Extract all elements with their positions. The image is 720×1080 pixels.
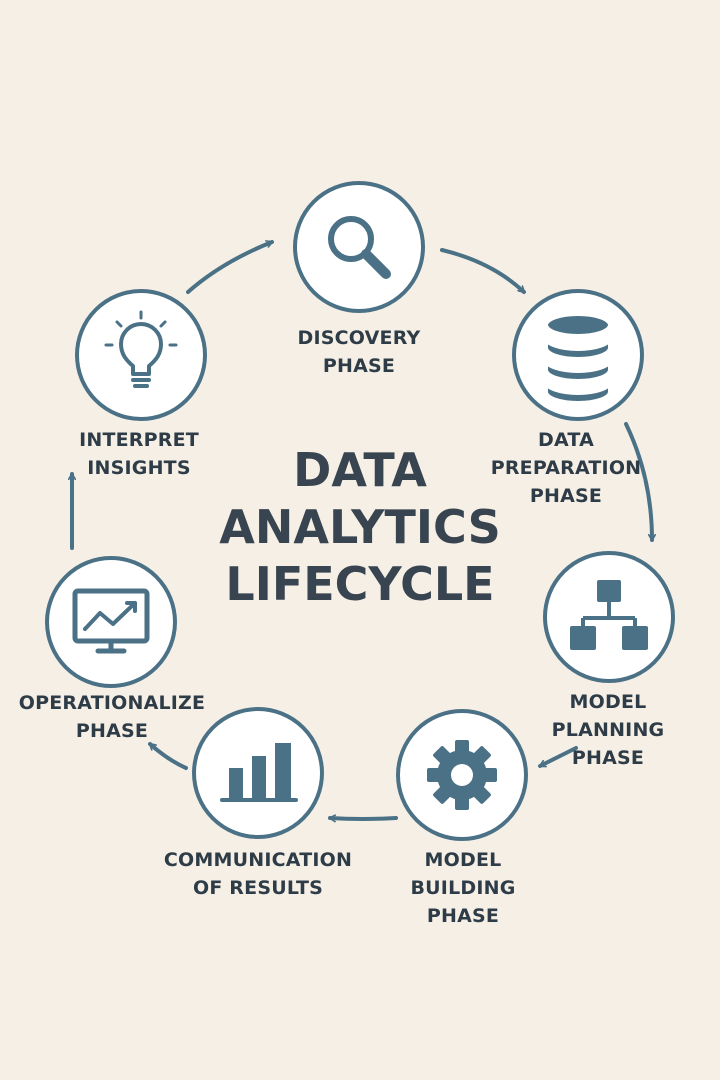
- interpret-circle: [75, 289, 207, 421]
- magnifier-icon: [328, 216, 391, 279]
- title-line-2: ANALYTICS: [219, 500, 501, 554]
- discovery-label: DISCOVERY PHASE: [297, 327, 421, 377]
- operationalize-label: OPERATIONALIZE PHASE: [18, 692, 206, 742]
- model-building-label: MODEL BUILDING PHASE: [410, 849, 516, 927]
- title-line-1: DATA: [293, 443, 427, 497]
- arrow-preparation-to-planning: [624, 422, 652, 542]
- diagram-title: DATA ANALYTICS LIFECYCLE: [219, 442, 500, 613]
- interpret-label: INTERPRET INSIGHTS: [79, 429, 199, 479]
- arrow-building-to-communication: [328, 818, 398, 819]
- communication-label: COMMUNICATION OF RESULTS: [163, 849, 353, 899]
- discovery-circle: [293, 181, 425, 313]
- arrow-discovery-to-preparation: [440, 248, 526, 294]
- arrow-planning-to-building: [538, 746, 578, 768]
- title-line-3: LIFECYCLE: [225, 557, 495, 611]
- data-preparation-label: DATA PREPARATION PHASE: [490, 429, 642, 507]
- bar-chart-icon: [220, 743, 298, 802]
- database-icon: [544, 312, 612, 405]
- flow-arrows: [72, 240, 652, 819]
- arrow-interpret-to-discovery: [186, 240, 274, 294]
- arrow-communication-to-operationalize: [148, 742, 188, 770]
- monitor-chart-icon: [72, 588, 150, 654]
- hierarchy-icon: [570, 580, 648, 650]
- model-planning-label: MODEL PLANNING PHASE: [551, 691, 665, 769]
- lightbulb-icon: [104, 310, 178, 388]
- gear-icon: [427, 740, 497, 810]
